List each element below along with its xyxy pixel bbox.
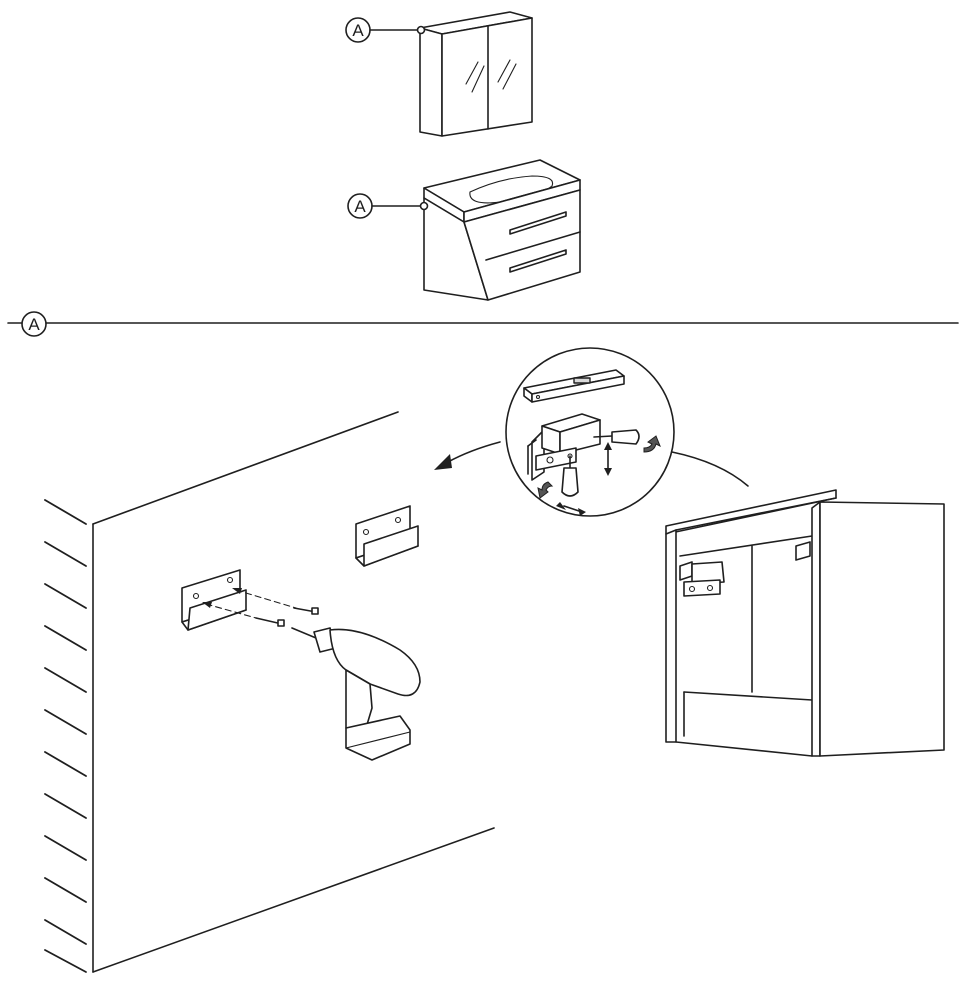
section-a-label: A xyxy=(28,315,40,334)
wall-bracket-icon xyxy=(355,505,419,567)
spirit-level-icon xyxy=(523,369,625,403)
drill-icon xyxy=(291,627,421,761)
wall-hatching xyxy=(44,499,87,973)
callout-a-mirror: A xyxy=(345,17,426,43)
wall-bracket-icon xyxy=(181,569,247,631)
vanity-cabinet-open xyxy=(665,489,945,757)
callout-a-vanity: A xyxy=(347,193,429,219)
leader-arrow xyxy=(434,441,749,487)
cabinet-hanger-icon xyxy=(795,541,811,561)
section-divider-a: A xyxy=(7,311,959,337)
cabinet-hanger-icon xyxy=(679,561,725,597)
vanity-unit-icon xyxy=(423,159,581,301)
callout-a-mirror-label: A xyxy=(352,21,364,40)
mirror-cabinet-icon xyxy=(419,11,533,137)
screw-icon xyxy=(232,588,319,615)
cabinet-hanger-icon xyxy=(527,413,640,497)
callout-a-vanity-label: A xyxy=(354,197,366,216)
wall-panel xyxy=(92,411,495,973)
detail-zoom-circle xyxy=(505,347,675,517)
screw-icon xyxy=(202,602,285,627)
adjustment-arrows-icon xyxy=(537,435,661,516)
